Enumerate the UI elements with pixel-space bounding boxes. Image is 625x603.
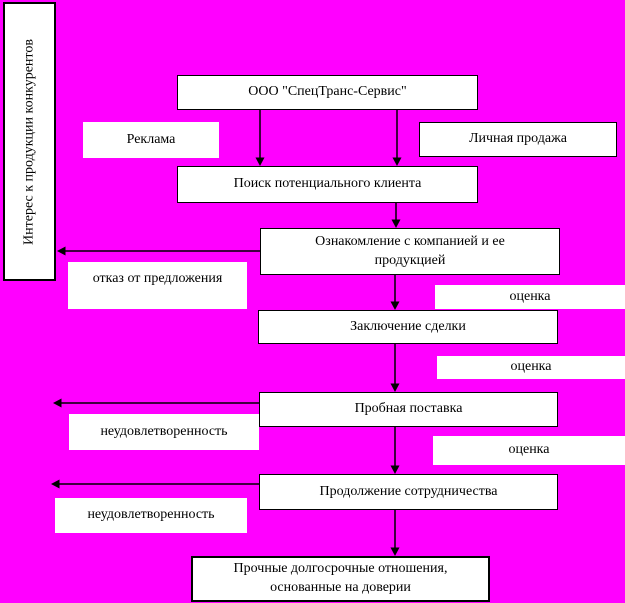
label-dissatisfaction-2-text: неудовлетворенность	[87, 507, 215, 523]
label-evaluation-1-text: оценка	[509, 288, 551, 304]
side-node-label: Интерес к продукции конкурентов	[21, 38, 37, 245]
label-dissatisfaction-2: неудовлетворенность	[55, 498, 247, 533]
node-introduction-line1: Ознакомление с компанией и ее	[315, 233, 505, 249]
arrow-introduction-to-deal	[390, 275, 400, 310]
label-dissatisfaction-1-text: неудовлетворенность	[100, 423, 228, 439]
node-introduction: Ознакомление с компанией и ее продукцией	[260, 228, 560, 275]
arrow-deal-to-trial	[390, 344, 400, 392]
label-personal-selling: Личная продажа	[419, 122, 617, 157]
node-continuation: Продолжение сотрудничества	[259, 474, 558, 510]
node-final-relations: Прочные долгосрочные отношения, основанн…	[191, 556, 490, 602]
node-company: ООО "СпецТранс-Сервис"	[177, 75, 478, 110]
label-evaluation-3: оценка	[433, 436, 625, 465]
node-search-client: Поиск потенциального клиента	[177, 166, 478, 203]
label-evaluation-3-text: оценка	[508, 442, 550, 458]
label-evaluation-2: оценка	[437, 356, 625, 379]
arrow-company-to-search-left	[255, 110, 265, 166]
node-final-relations-line2: основанные на доверии	[270, 580, 411, 595]
arrow-company-to-search-right	[392, 110, 402, 166]
node-final-relations-line1: Прочные долгосрочные отношения,	[233, 561, 448, 577]
arrow-search-to-introduction	[391, 203, 401, 228]
arrow-trial-to-continuation	[390, 427, 400, 474]
node-introduction-line2: продукцией	[374, 252, 446, 268]
label-advertising: Реклама	[83, 122, 219, 158]
node-search-client-label: Поиск потенциального клиента	[233, 176, 422, 192]
arrow-dissatisfaction-2-left	[51, 479, 259, 489]
node-trial-delivery-label: Пробная поставка	[354, 401, 463, 417]
label-refusal-text: отказ от предложения	[92, 271, 223, 286]
label-evaluation-2-text: оценка	[510, 359, 552, 375]
node-continuation-label: Продолжение сотрудничества	[319, 483, 498, 499]
side-node-competitor-interest: Интерес к продукции конкурентов	[3, 2, 56, 281]
node-deal-label: Заключение сделки	[350, 318, 466, 334]
label-refusal: отказ от предложения	[68, 262, 247, 309]
node-company-label: ООО "СпецТранс-Сервис"	[248, 84, 407, 100]
node-trial-delivery: Пробная поставка	[259, 392, 558, 427]
label-personal-selling-text: Личная продажа	[469, 131, 567, 147]
label-dissatisfaction-1: неудовлетворенность	[69, 414, 259, 450]
label-advertising-text: Реклама	[126, 131, 176, 147]
label-evaluation-1: оценка	[435, 285, 625, 309]
arrow-refusal-left	[57, 246, 260, 256]
arrow-continuation-to-final	[390, 510, 400, 556]
node-deal: Заключение сделки	[258, 310, 558, 344]
arrow-dissatisfaction-1-left	[53, 398, 259, 408]
